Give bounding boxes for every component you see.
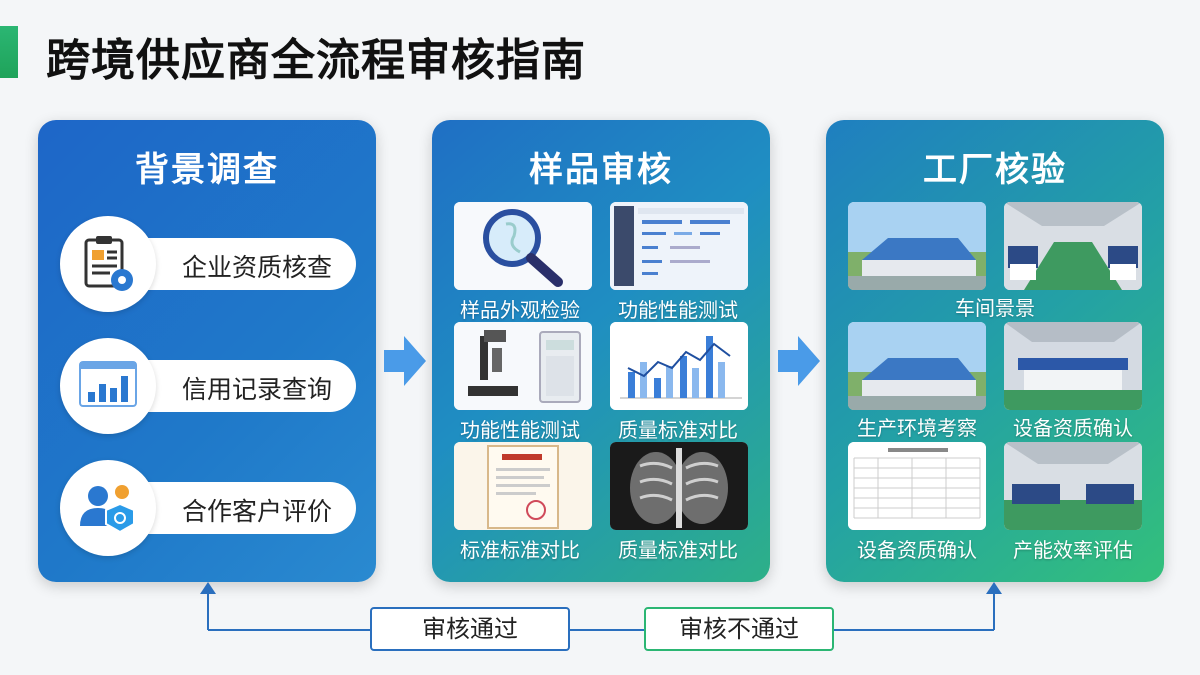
flow-arrow-right xyxy=(778,336,820,386)
thumb-caption: 功能性能测试 xyxy=(460,418,580,442)
workshop-image[interactable] xyxy=(1004,202,1142,290)
panel-title: 工厂核验 xyxy=(923,150,1067,190)
thumb-caption: 生产环境考察 xyxy=(857,416,977,440)
thumb-caption: 车间景景 xyxy=(955,296,1035,320)
production-line-image[interactable] xyxy=(1004,322,1142,410)
thumb-caption: 设备资质确认 xyxy=(1013,416,1133,440)
thumb-caption: 标准标准对比 xyxy=(460,538,580,562)
item-company-qualification[interactable]: 企业资质核查 xyxy=(60,216,356,312)
thumb-caption: 设备资质确认 xyxy=(857,538,977,562)
thumb-caption: 样品外观检验 xyxy=(460,298,580,322)
certificate-image[interactable] xyxy=(454,442,592,530)
bar-chart-icon xyxy=(60,338,156,434)
spreadsheet-image[interactable] xyxy=(848,442,986,530)
feedback-loop-lines xyxy=(200,582,1002,631)
review-pass-box[interactable]: 审核通过 xyxy=(370,607,570,651)
factory-exterior-image[interactable] xyxy=(848,202,986,290)
magnifier-image[interactable] xyxy=(454,202,592,290)
thumb-caption: 质量标准对比 xyxy=(618,418,738,442)
users-badge-icon xyxy=(60,460,156,556)
workshop-image[interactable] xyxy=(1004,442,1142,530)
panel-title: 背景调查 xyxy=(135,150,279,190)
thumb-caption: 产能效率评估 xyxy=(1013,538,1133,562)
item-client-reviews[interactable]: 合作客户评价 xyxy=(60,460,356,556)
item-credit-record[interactable]: 信用记录查询 xyxy=(60,338,356,434)
document-gear-icon xyxy=(60,216,156,312)
review-fail-box[interactable]: 审核不通过 xyxy=(644,607,834,651)
item-label: 企业资质核查 xyxy=(182,253,333,282)
thumb-caption: 功能性能测试 xyxy=(618,298,738,322)
page-title: 跨境供应商全流程审核指南 xyxy=(46,35,586,86)
lab-equipment-image[interactable] xyxy=(454,322,592,410)
dashboard-image[interactable] xyxy=(610,202,748,290)
item-label: 合作客户评价 xyxy=(182,497,333,526)
flow-arrow-right xyxy=(384,336,426,386)
panel-factory-inspection: 工厂核验 车间景景 xyxy=(826,120,1164,582)
title-accent-bar xyxy=(0,26,18,78)
bar-line-chart-image[interactable] xyxy=(610,322,748,410)
xray-image[interactable] xyxy=(610,442,748,530)
item-label: 信用记录查询 xyxy=(182,375,333,404)
panel-title: 样品审核 xyxy=(529,150,673,190)
thumb-caption: 质量标准对比 xyxy=(618,538,738,562)
factory-exterior-image[interactable] xyxy=(848,322,986,410)
panel-background-check: 背景调查 企业资质核查 xyxy=(38,120,376,582)
panel-sample-review: 样品审核 样品外观检验 功能性能测试 xyxy=(432,120,770,582)
